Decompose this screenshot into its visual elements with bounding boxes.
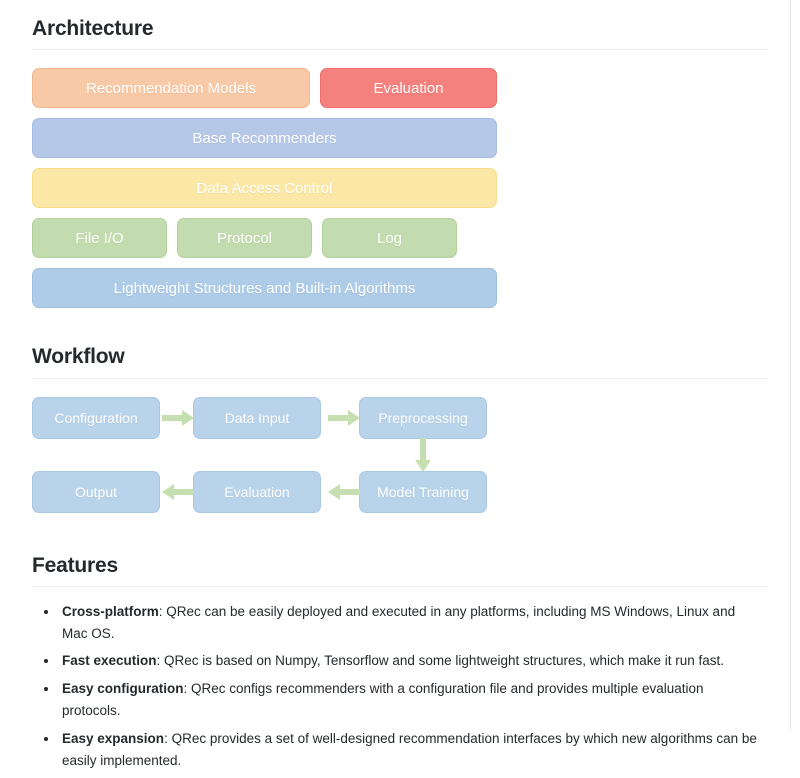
workflow-node-configuration: Configuration	[32, 396, 160, 439]
workflow-node-data-input: Data Input	[193, 396, 321, 439]
feature-term: Easy expansion	[62, 731, 165, 747]
architecture-row-2: Base Recommenders	[32, 118, 502, 159]
workflow-heading: Workflow	[32, 344, 768, 379]
arch-block-recommendation-models: Recommendation Models	[32, 68, 310, 109]
architecture-diagram: Recommendation Models Evaluation Base Re…	[32, 68, 502, 309]
arch-block-protocol: Protocol	[177, 218, 312, 259]
arrow-right-icon	[162, 409, 194, 426]
content-column: Architecture Recommendation Models Evalu…	[32, 0, 768, 778]
feature-term: Fast execution	[62, 653, 157, 669]
architecture-row-1: Recommendation Models Evaluation	[32, 68, 502, 109]
list-item: Easy configuration: QRec configs recomme…	[32, 678, 762, 722]
feature-description: : QRec is based on Numpy, Tensorflow and…	[156, 653, 725, 669]
arrow-right-icon	[328, 409, 360, 426]
arrow-left-icon	[328, 483, 360, 500]
feature-term: Cross-platform	[62, 603, 159, 619]
arch-block-file-io: File I/O	[32, 218, 167, 259]
feature-description: : QRec provides a set of well-designed r…	[62, 731, 757, 768]
feature-term: Easy configuration	[62, 681, 184, 697]
arch-block-data-access-control: Data Access Control	[32, 168, 497, 209]
workflow-node-model-training: Model Training	[359, 470, 487, 513]
workflow-diagram: Configuration Data Input Preprocessing M…	[32, 396, 502, 527]
architecture-heading: Architecture	[32, 16, 768, 51]
workflow-node-preprocessing: Preprocessing	[359, 396, 487, 439]
features-list: Cross-platform: QRec can be easily deplo…	[32, 587, 762, 772]
arch-block-base-recommenders: Base Recommenders	[32, 118, 497, 159]
list-item: Cross-platform: QRec can be easily deplo…	[32, 601, 762, 645]
arch-block-log: Log	[322, 218, 457, 259]
architecture-row-4: File I/O Protocol Log	[32, 218, 502, 259]
feature-description: : QRec can be easily deployed and execut…	[62, 603, 736, 641]
page-right-border	[790, 0, 791, 730]
readme-page: Architecture Recommendation Models Evalu…	[32, 0, 791, 768]
feature-description: : QRec configs recommenders with a confi…	[62, 681, 704, 719]
architecture-row-3: Data Access Control	[32, 168, 502, 209]
list-item: Easy expansion: QRec provides a set of w…	[32, 728, 762, 772]
features-heading: Features	[32, 553, 768, 587]
workflow-section: Workflow	[32, 318, 768, 379]
arrow-left-icon	[162, 483, 194, 500]
arrow-down-icon	[415, 437, 431, 472]
features-section: Features	[32, 527, 768, 587]
architecture-section: Architecture	[32, 0, 768, 51]
arch-block-lightweight-structures: Lightweight Structures and Built-in Algo…	[32, 268, 497, 309]
architecture-row-5: Lightweight Structures and Built-in Algo…	[32, 268, 502, 309]
list-item: Fast execution: QRec is based on Numpy, …	[32, 650, 762, 672]
workflow-node-evaluation: Evaluation	[193, 470, 321, 513]
arch-block-evaluation: Evaluation	[320, 68, 497, 109]
workflow-node-output: Output	[32, 470, 160, 513]
